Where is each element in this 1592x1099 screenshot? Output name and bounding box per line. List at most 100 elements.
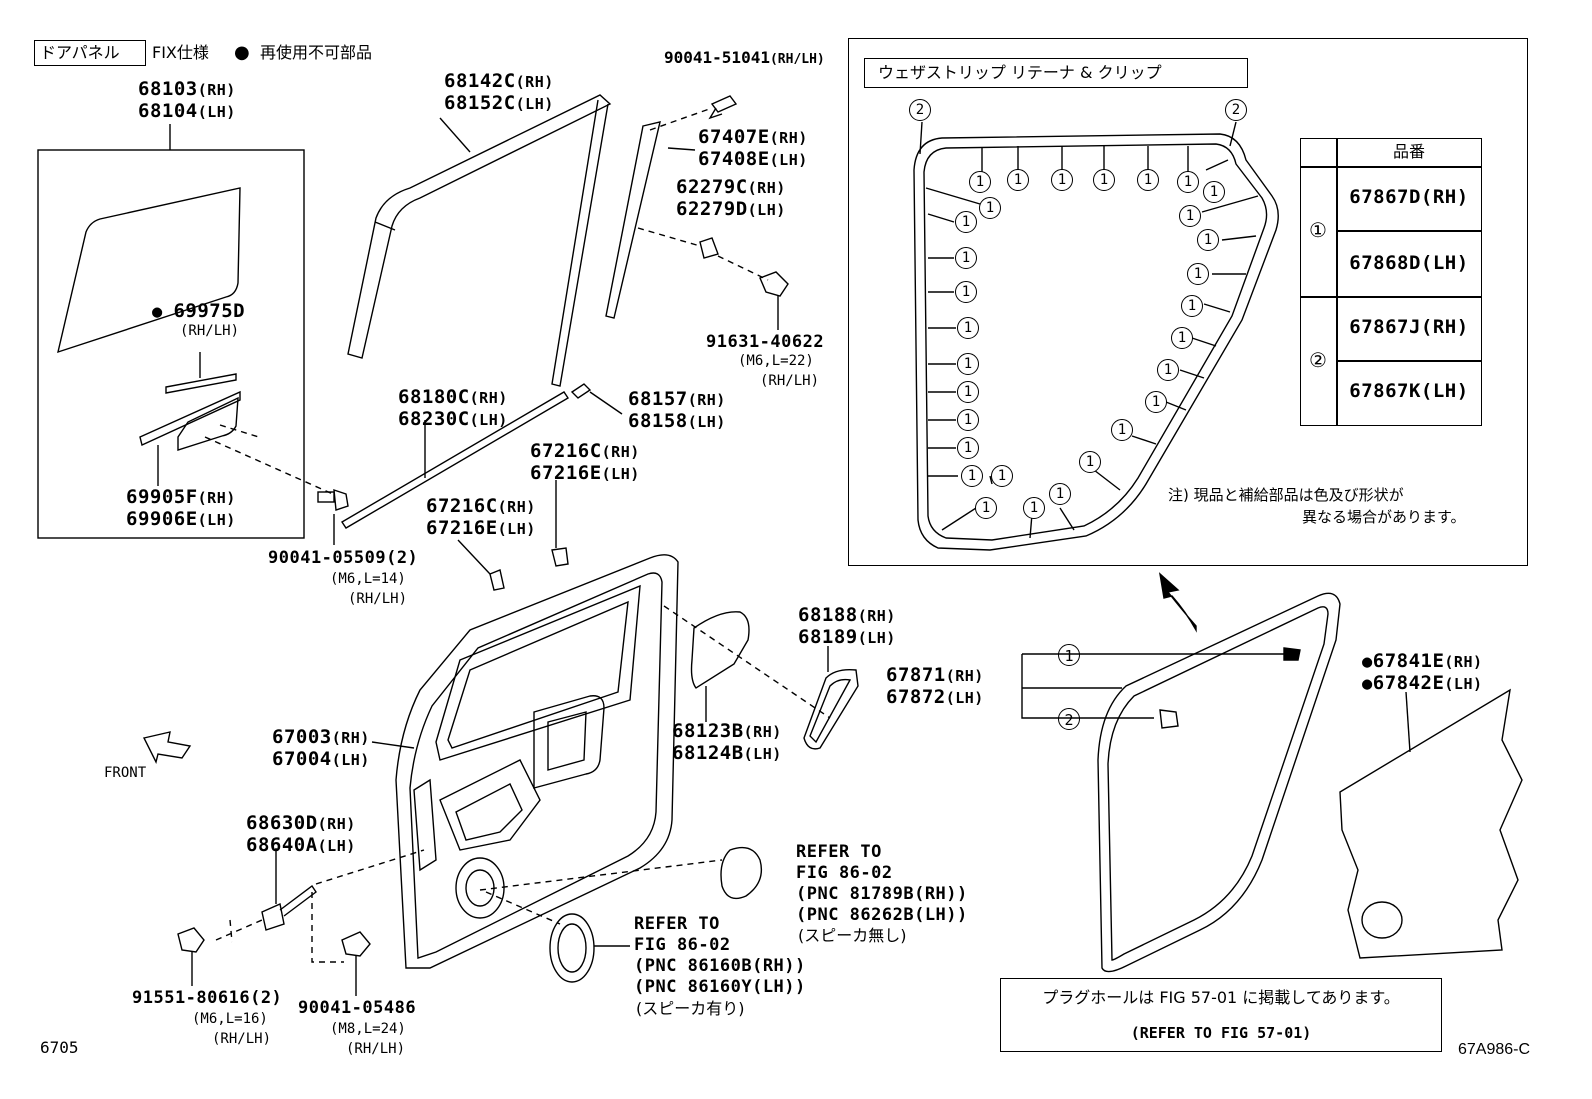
label-90041-05486: 90041-05486 bbox=[298, 998, 417, 1018]
label-69975-side: (RH/LH) bbox=[180, 323, 240, 339]
label-67871: 67871(RH) bbox=[886, 664, 984, 686]
speaker bbox=[485, 891, 630, 983]
label-68157: 68157(RH) bbox=[628, 388, 726, 410]
label-68180: 68180C(RH) bbox=[398, 386, 508, 408]
triangle-moulding-68188 bbox=[803, 668, 859, 750]
inset-callout-1: 1 bbox=[1079, 451, 1101, 473]
belt-moulding-68180 bbox=[341, 391, 569, 529]
door-panel-67003 bbox=[395, 554, 679, 969]
inset-callout-1: 1 bbox=[961, 465, 983, 487]
clip-90041-51041 bbox=[649, 95, 738, 131]
inset-callout-1: 1 bbox=[1111, 419, 1133, 441]
label-68630: 68630D(RH) bbox=[246, 812, 356, 834]
plug-note-line2: (REFER TO FIG 57-01) bbox=[1130, 1024, 1312, 1042]
label-67004: 67004(LH) bbox=[272, 748, 370, 770]
refer-upper-line1: REFER TO bbox=[796, 842, 882, 862]
corner-cover-68123 bbox=[690, 611, 750, 689]
inset-callout-1: 1 bbox=[1137, 169, 1159, 191]
non-reusable-bullet-icon: ● bbox=[234, 42, 250, 63]
label-68158: 68158(LH) bbox=[628, 410, 726, 432]
plug-hole-note-box bbox=[1000, 978, 1442, 1052]
label-91631: 91631-40622 bbox=[706, 332, 825, 352]
label-67216e-b: 67216E(LH) bbox=[530, 462, 640, 484]
inset-callout-1: 1 bbox=[957, 353, 979, 375]
inset-note-line2: 異なる場合があります。 bbox=[1302, 508, 1466, 526]
inset-callout-2: 2 bbox=[909, 99, 931, 121]
inset-callout-1: 1 bbox=[991, 465, 1013, 487]
callout-2-clip: 2 bbox=[1058, 708, 1080, 730]
door-panel-tag bbox=[34, 40, 146, 66]
bolt-90041-05509 bbox=[317, 488, 349, 545]
bolt-90041-05486 bbox=[341, 931, 371, 996]
label-67407: 67407E(RH) bbox=[698, 126, 808, 148]
label-91551-side: (RH/LH) bbox=[212, 1031, 272, 1047]
label-69975: ● 69975D bbox=[152, 300, 246, 322]
inset-callout-1: 1 bbox=[955, 247, 977, 269]
glass-bracket bbox=[177, 396, 239, 451]
inset-callout-2: 2 bbox=[1225, 99, 1247, 121]
refer-upper-line3: (PNC 81789B(RH)) bbox=[796, 884, 968, 904]
door-check-68630 bbox=[215, 848, 425, 963]
label-05509-side: (RH/LH) bbox=[348, 591, 408, 607]
refer-upper-line2: FIG 86-02 bbox=[796, 863, 893, 883]
label-67216e-a: 67216E(LH) bbox=[426, 517, 536, 539]
label-90041-05509: 90041-05509(2) bbox=[268, 548, 419, 568]
inset-callout-1: 1 bbox=[957, 437, 979, 459]
inset-callout-1: 1 bbox=[979, 197, 1001, 219]
plug-note-line1: プラグホールは FIG 57-01 に掲載してあります。 bbox=[1042, 988, 1400, 1007]
refer-upper-line5: (スピーカ無し) bbox=[798, 926, 907, 945]
label-62279c: 62279C(RH) bbox=[676, 176, 786, 198]
label-68640: 68640A(LH) bbox=[246, 834, 356, 856]
inset-callout-1: 1 bbox=[1051, 169, 1073, 191]
label-67842: ●67842E(LH) bbox=[1362, 672, 1483, 694]
clip-67216-a bbox=[489, 569, 505, 591]
speaker-cover bbox=[479, 846, 763, 900]
table-header: 品番 bbox=[1392, 142, 1425, 161]
label-67216c-a: 67216C(RH) bbox=[426, 495, 536, 517]
inset-callout-1: 1 bbox=[975, 497, 997, 519]
refer-lower-line4: (PNC 86160Y(LH)) bbox=[634, 977, 806, 997]
table-part-67867k: 67867K(LH) bbox=[1349, 380, 1469, 402]
illustration-ref-code: 67A986-C bbox=[1458, 1041, 1531, 1058]
service-hole-cover-67841 bbox=[1339, 688, 1523, 959]
inset-callout-1: 1 bbox=[1157, 359, 1179, 381]
label-69906: 69906E(LH) bbox=[126, 508, 236, 530]
refer-lower-line3: (PNC 86160B(RH)) bbox=[634, 956, 806, 976]
inset-callout-1: 1 bbox=[1007, 169, 1029, 191]
label-69905: 69905F(RH) bbox=[126, 486, 236, 508]
refer-lower-line1: REFER TO bbox=[634, 914, 720, 934]
inset-callout-1: 1 bbox=[1181, 295, 1203, 317]
inset-callout-1: 1 bbox=[969, 171, 991, 193]
label-05509-spec: (M6,L=14) bbox=[330, 571, 406, 587]
front-arrow bbox=[142, 731, 192, 765]
inset-callout-1: 1 bbox=[955, 281, 977, 303]
label-68230: 68230C(LH) bbox=[398, 408, 508, 430]
label-68124: 68124B(LH) bbox=[672, 742, 782, 764]
label-67872: 67872(LH) bbox=[886, 686, 984, 708]
legend-text: 再使用不可部品 bbox=[260, 43, 373, 62]
label-67216c-b: 67216C(RH) bbox=[530, 440, 640, 462]
figure-code: 6705 bbox=[40, 1038, 79, 1057]
inset-title: ウェザストリップ リテーナ & クリップ bbox=[878, 63, 1162, 82]
inset-title-box bbox=[864, 58, 1248, 88]
fix-label: FIX仕様 bbox=[152, 43, 209, 62]
refer-lower-line2: FIG 86-02 bbox=[634, 935, 731, 955]
inset-callout-1: 1 bbox=[1049, 483, 1071, 505]
panel-label: ドアパネル bbox=[40, 43, 120, 62]
label-05486-side: (RH/LH) bbox=[346, 1041, 406, 1057]
clip-68157 bbox=[570, 383, 592, 399]
inset-callout-1: 1 bbox=[1197, 229, 1219, 251]
refer-lower-line5: (スピーカ有り) bbox=[636, 999, 745, 1018]
table-ref-2: ② bbox=[1309, 348, 1327, 372]
table-part-67867j: 67867J(RH) bbox=[1349, 316, 1469, 338]
label-05486-spec: (M8,L=24) bbox=[330, 1021, 406, 1037]
label-68189: 68189(LH) bbox=[798, 626, 896, 648]
detail-arrow bbox=[1158, 572, 1197, 633]
inset-callout-1: 1 bbox=[1093, 169, 1115, 191]
inset-callout-1: 1 bbox=[1177, 171, 1199, 193]
label-62279d: 62279D(LH) bbox=[676, 198, 786, 220]
inset-callout-1: 1 bbox=[957, 317, 979, 339]
label-68188: 68188(RH) bbox=[798, 604, 896, 626]
callout-leaders bbox=[919, 121, 1259, 539]
